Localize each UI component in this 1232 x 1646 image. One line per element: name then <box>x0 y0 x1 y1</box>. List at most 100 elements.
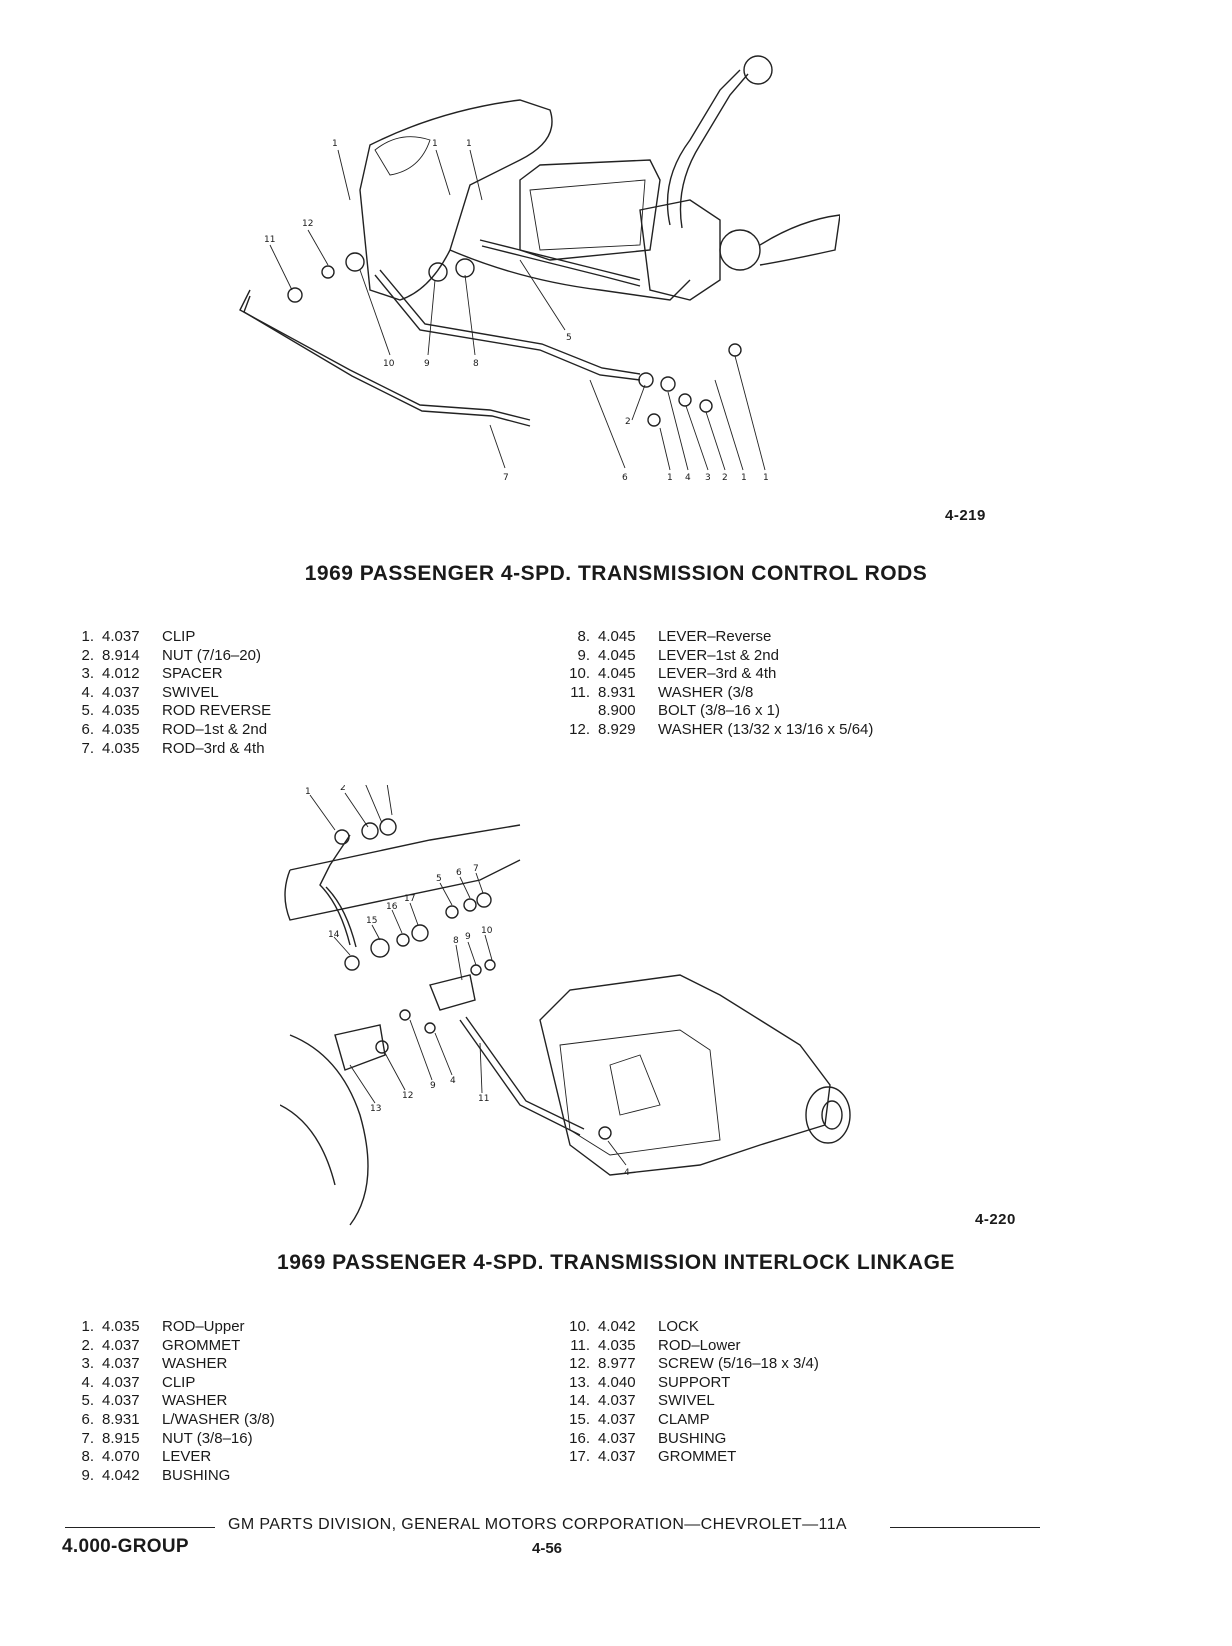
figure-interlock-linkage-diagram: 4 3 2 1 7 6 5 17 16 15 14 8 9 10 12 9 4 … <box>280 785 900 1230</box>
part-description: CLAMP <box>658 1410 710 1428</box>
part-number: 16. <box>569 1429 590 1447</box>
part-number: 5. <box>81 702 94 720</box>
callout: 6 <box>622 473 628 483</box>
part-group-code: 4.037 <box>598 1410 636 1428</box>
part-description: SWIVEL <box>162 683 219 701</box>
part-description: SUPPORT <box>658 1373 731 1391</box>
part-number: 10. <box>569 665 590 683</box>
part-description: L/WASHER (3/8) <box>162 1410 275 1428</box>
part-description: WASHER <box>162 1392 228 1410</box>
part-group-code: 4.045 <box>598 665 636 683</box>
part-group-code: 4.037 <box>598 1429 636 1447</box>
figure-number: 4-219 <box>945 507 986 524</box>
callout: 10 <box>383 359 395 369</box>
part-description: ROD REVERSE <box>162 702 272 720</box>
part-number: 14. <box>569 1392 590 1410</box>
footer-rule-right <box>890 1527 1040 1528</box>
part-description: LEVER–Reverse <box>658 628 772 645</box>
part-row: 8.900 BOLT (3/8–16 x 1) <box>556 702 873 721</box>
part-group-code: 4.042 <box>102 1466 140 1484</box>
part-group-code: 4.037 <box>102 1336 140 1354</box>
part-number: 12. <box>569 1355 590 1373</box>
part-group-code: 4.042 <box>598 1318 636 1335</box>
part-number: 10. <box>569 1318 590 1335</box>
part-description: BUSHING <box>162 1466 231 1484</box>
part-number: 11. <box>570 1336 590 1354</box>
callout: 5 <box>436 874 442 884</box>
part-description: SWIVEL <box>658 1392 715 1410</box>
callout: 12 <box>402 1091 413 1101</box>
callout: 4 <box>624 1168 630 1178</box>
part-number: 8. <box>81 1448 94 1466</box>
part-description: CLIP <box>162 628 196 645</box>
part-group-code: 4.035 <box>102 1318 140 1335</box>
figure-control-rods-diagram: 1 1 1 12 11 10 9 8 5 7 6 2 1 4 3 2 1 1 <box>220 50 840 510</box>
figure-number: 4-220 <box>975 1211 1016 1228</box>
callout: 6 <box>456 868 462 878</box>
part-number: 1. <box>81 628 94 645</box>
part-row: 10. 4.045 LEVER–3rd & 4th <box>556 665 873 684</box>
part-group-code: 4.037 <box>102 1373 140 1391</box>
callout: 8 <box>453 936 459 946</box>
callout: 17 <box>404 894 415 904</box>
callout: 1 <box>466 139 472 149</box>
group-label: 4.000-GROUP <box>62 1536 189 1557</box>
part-group-code: 8.914 <box>102 646 140 664</box>
callout: 1 <box>332 139 338 149</box>
callout: 9 <box>465 932 471 942</box>
part-number: 5. <box>81 1392 94 1410</box>
part-number: 4. <box>81 683 94 701</box>
callout: 1 <box>741 473 747 483</box>
part-group-code: 8.900 <box>598 702 636 720</box>
interlock-linkage-illustration: 4 3 2 1 7 6 5 17 16 15 14 8 9 10 12 9 4 … <box>280 785 851 1226</box>
callout: 7 <box>473 864 479 874</box>
callout: 1 <box>667 473 673 483</box>
callout: 2 <box>722 473 728 483</box>
part-description: BOLT (3/8–16 x 1) <box>658 702 781 720</box>
callout: 3 <box>705 473 711 483</box>
part-group-code: 4.045 <box>598 646 636 664</box>
callout: 15 <box>366 916 377 926</box>
part-number: 3. <box>81 665 94 683</box>
part-group-code: 4.045 <box>598 628 636 645</box>
callout: 4 <box>685 473 691 483</box>
part-description: LEVER–3rd & 4th <box>658 665 777 683</box>
part-description: ROD–Upper <box>162 1318 245 1335</box>
part-description: NUT (7/16–20) <box>162 646 261 664</box>
part-description: NUT (3/8–16) <box>162 1429 253 1447</box>
callout: 13 <box>370 1104 381 1114</box>
callout: 1 <box>305 787 311 797</box>
callout: 12 <box>302 219 313 229</box>
callout: 7 <box>503 473 509 483</box>
figure-title: 1969 PASSENGER 4-SPD. TRANSMISSION INTER… <box>277 1251 955 1274</box>
part-group-code: 4.037 <box>102 1355 140 1373</box>
part-group-code: 8.915 <box>102 1429 140 1447</box>
part-description: ROD–1st & 2nd <box>162 720 268 738</box>
part-group-code: 4.037 <box>102 1392 140 1410</box>
part-number: 6. <box>81 1410 94 1428</box>
part-row: 5. 4.035 ROD REVERSE <box>60 702 271 721</box>
part-group-code: 4.035 <box>102 702 140 720</box>
part-group-code: 4.037 <box>598 1392 636 1410</box>
part-description: GROMMET <box>658 1448 737 1466</box>
figure-title: 1969 PASSENGER 4-SPD. TRANSMISSION CONTR… <box>304 562 928 585</box>
callout: 11 <box>264 235 275 245</box>
callout: 1 <box>432 139 438 149</box>
part-number: 4. <box>81 1373 94 1391</box>
